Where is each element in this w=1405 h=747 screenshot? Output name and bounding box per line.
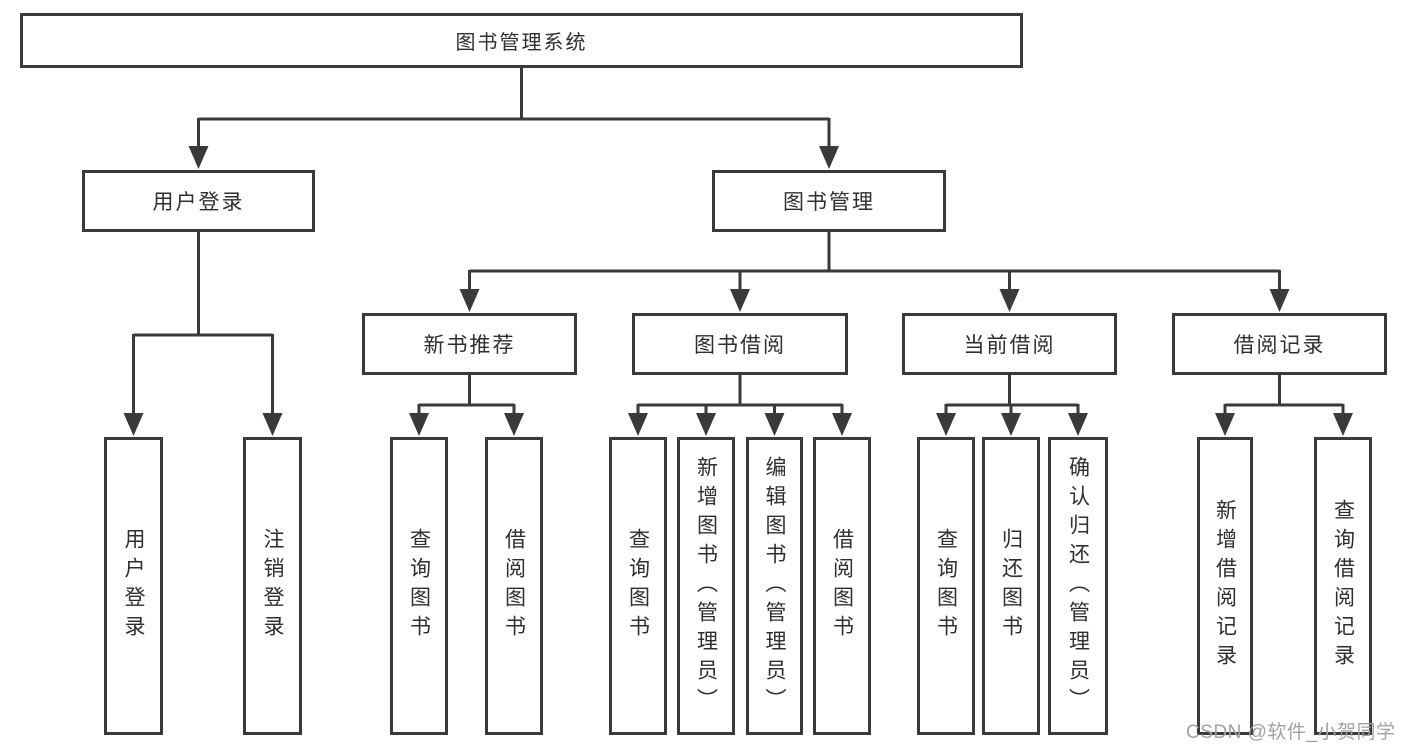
node-label: 查询图书 [407,528,431,644]
node-label: 新书推荐 [423,334,516,357]
leaf-borrow-books-recommend: 借阅图书 [485,437,543,735]
node-label: 新增借阅记录 [1213,499,1237,673]
node-label: 当前借阅 [963,334,1056,357]
leaf-borrow-books: 借阅图书 [813,437,871,735]
node-label: 查询借阅记录 [1331,499,1355,673]
node-label: 确认归还（管理员） [1066,455,1090,717]
leaf-query-books-current: 查询图书 [917,437,975,735]
node-label: 查询图书 [626,528,650,644]
leaf-query-books-borrow: 查询图书 [609,437,667,735]
node-label: 借阅图书 [502,528,526,644]
node-label: 用户登录 [152,191,245,214]
node-label: 用户登录 [122,528,145,644]
leaf-add-book-admin: 新增图书（管理员） [677,437,735,735]
leaf-logout: 注销登录 [243,437,302,735]
leaf-query-books-recommend: 查询图书 [390,437,448,735]
node-label: 图书借阅 [694,334,786,357]
node-label: 归还图书 [999,528,1023,644]
leaf-confirm-return-admin: 确认归还（管理员） [1048,437,1108,735]
node-label: 注销登录 [261,528,284,644]
arrowheads [123,146,1353,436]
node-label: 借阅图书 [830,528,854,644]
node-new-book-recommendation: 新书推荐 [362,313,577,375]
node-current-borrowing: 当前借阅 [902,313,1117,375]
node-library-management-system: 图书管理系统 [20,13,1023,68]
node-user-login: 用户登录 [82,170,315,232]
leaf-return-book: 归还图书 [982,437,1040,735]
watermark: CSDN @软件_小贺同学 [1186,722,1396,743]
node-label: 新增图书（管理员） [694,455,718,717]
node-book-borrowing: 图书借阅 [632,313,848,375]
node-borrowing-records: 借阅记录 [1172,313,1387,375]
node-label: 图书管理 [783,191,875,214]
node-label: 编辑图书（管理员） [763,455,786,717]
node-label: 图书管理系统 [455,32,588,54]
node-label: 查询图书 [934,528,958,644]
leaf-user-login: 用户登录 [104,437,163,735]
leaf-edit-book-admin: 编辑图书（管理员） [746,437,803,735]
leaf-add-borrow-record: 新增借阅记录 [1197,437,1253,735]
node-label: 借阅记录 [1233,334,1326,357]
leaf-query-borrow-record: 查询借阅记录 [1314,437,1372,735]
node-book-management: 图书管理 [712,170,946,232]
